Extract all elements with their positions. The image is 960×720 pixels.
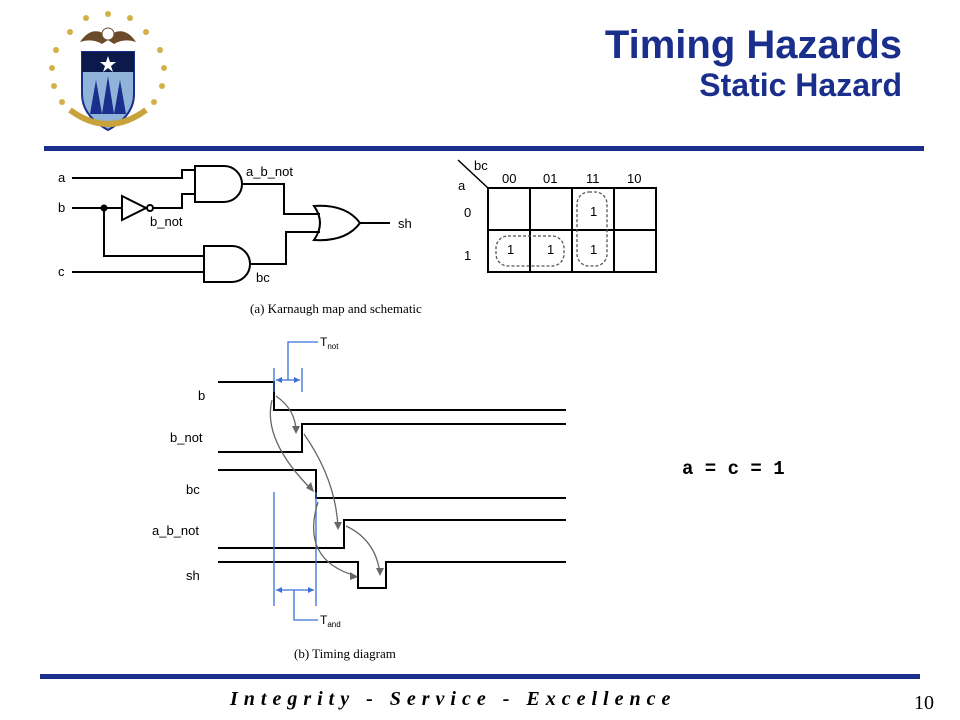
t-not-subscript: not [327,342,339,351]
kmap-cell: 1 [590,242,597,257]
kmap-group-a-b-not [495,235,565,267]
signal-b-label: b [198,388,205,403]
output-sh-label: sh [398,216,412,231]
schematic-and-kmap: a b c b_not a_b_not bc sh (a) Karnaugh m… [58,158,657,316]
a-b-not-label: a_b_not [246,164,293,179]
title-divider [44,146,924,151]
t-and-label: T [320,613,328,627]
timing-diagram: b b_not bc a_b_not sh Tnot Tand [152,335,566,661]
signal-bc-label: bc [186,482,200,497]
waveform-a-b-not [218,519,566,549]
kmap-group-bc [576,191,608,267]
kmap-col-header: 10 [627,171,641,186]
kmap-col-var: bc [474,158,488,173]
kmap-row-header: 0 [464,205,471,220]
kmap-cell: 1 [590,204,597,219]
slide-title: Timing Hazards [604,23,902,67]
condition-equation: a = c = 1 [682,458,785,480]
waveform-sh [218,561,566,589]
waveform-bc [218,469,566,499]
signal-b-not-label: b_not [170,430,203,445]
footer-motto: Integrity - Service - Excellence [230,688,677,710]
kmap-col-header: 11 [586,171,600,186]
t-not-label: T [320,335,328,349]
slide-subtitle: Static Hazard [699,67,902,103]
kmap-cell: 1 [507,242,514,257]
t-and-subscript: and [327,620,340,629]
kmap-row-header: 1 [464,248,471,263]
timing-caption: (b) Timing diagram [294,646,396,661]
input-b-label: b [58,200,65,215]
kmap-cell: 1 [547,242,554,257]
waveform-b-not [218,423,566,453]
input-a-label: a [58,170,66,185]
kmap-row-var: a [458,178,466,193]
waveform-b [218,381,566,411]
slide-title-block: Timing Hazards Static Hazard [605,22,902,102]
svg-text:Tnot: Tnot [320,335,339,351]
input-c-label: c [58,264,65,279]
kmap-col-header: 01 [543,171,557,186]
kmap-col-header: 00 [502,171,516,186]
bc-label: bc [256,270,270,285]
signal-sh-label: sh [186,568,200,583]
b-not-label: b_not [150,214,183,229]
usafa-seal-logo [49,11,167,132]
schematic-caption: (a) Karnaugh map and schematic [250,301,422,316]
svg-text:Tand: Tand [320,613,341,629]
signal-a-b-not-label: a_b_not [152,523,199,538]
footer-divider [40,674,920,679]
page-number: 10 [914,692,934,714]
karnaugh-map: bc a 00 01 11 10 0 1 1 1 1 1 [457,158,657,273]
